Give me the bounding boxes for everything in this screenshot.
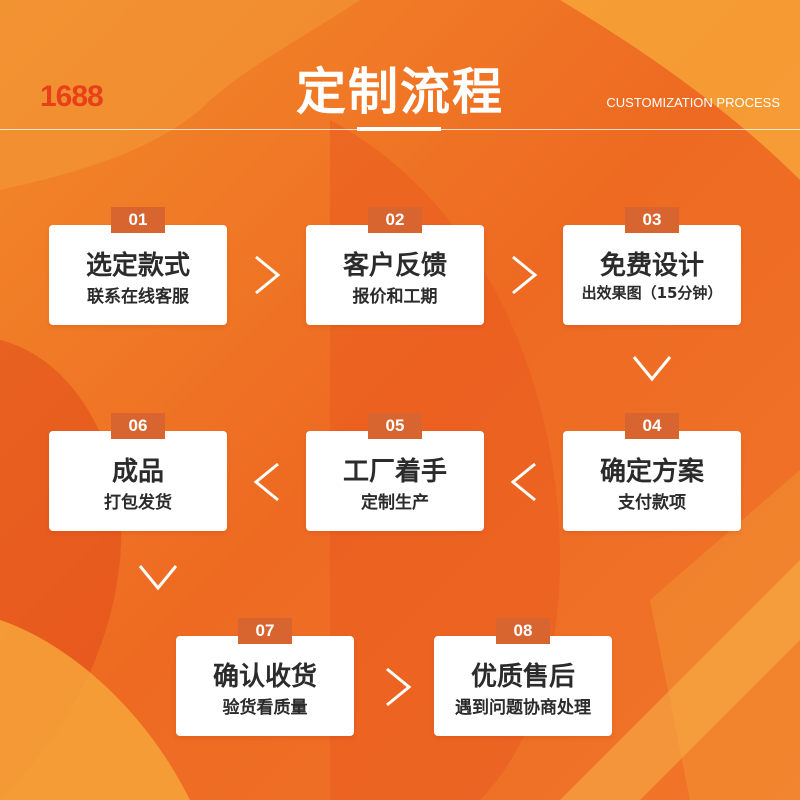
brand-logo: 1688 xyxy=(40,80,104,113)
step-subtitle: 联系在线客服 xyxy=(87,287,189,307)
chevron-right-icon xyxy=(386,667,412,707)
page-subtitle: CUSTOMIZATION PROCESS xyxy=(606,95,780,110)
step-subtitle: 定制生产 xyxy=(361,493,429,513)
step-subtitle: 支付款项 xyxy=(618,493,686,513)
step-card-07: 07 确认收货 验货看质量 xyxy=(176,618,354,736)
step-title: 确认收货 xyxy=(212,662,317,692)
step-card-03: 03 免费设计 出效果图（15分钟） xyxy=(563,207,741,325)
step-card-04: 04 确定方案 支付款项 xyxy=(563,413,741,531)
step-card-06: 06 成品 打包发货 xyxy=(49,413,227,531)
step-title: 成品 xyxy=(111,457,164,487)
chevron-down-icon xyxy=(138,565,178,591)
chevron-left-icon xyxy=(253,462,279,502)
step-number: 07 xyxy=(238,618,292,644)
step-title: 优质售后 xyxy=(470,662,575,692)
step-title: 选定款式 xyxy=(85,251,190,281)
step-card-05: 05 工厂着手 定制生产 xyxy=(306,413,484,531)
step-card-08: 08 优质售后 遇到问题协商处理 xyxy=(434,618,612,736)
step-number: 03 xyxy=(625,207,679,233)
step-card-02: 02 客户反馈 报价和工期 xyxy=(306,207,484,325)
header-divider-accent xyxy=(357,127,441,131)
step-number: 08 xyxy=(496,618,550,644)
step-subtitle: 遇到问题协商处理 xyxy=(455,698,591,718)
chevron-down-icon xyxy=(632,356,672,382)
step-subtitle: 报价和工期 xyxy=(352,287,438,307)
step-title: 确定方案 xyxy=(599,457,704,487)
chevron-right-icon xyxy=(255,255,281,295)
chevron-right-icon xyxy=(512,255,538,295)
step-card-01: 01 选定款式 联系在线客服 xyxy=(49,207,227,325)
step-title: 客户反馈 xyxy=(342,251,447,281)
step-number: 06 xyxy=(111,413,165,439)
step-number: 05 xyxy=(368,413,422,439)
chevron-left-icon xyxy=(510,462,536,502)
step-subtitle: 验货看质量 xyxy=(222,698,308,718)
step-subtitle: 打包发货 xyxy=(104,493,172,513)
step-title: 免费设计 xyxy=(599,251,704,281)
step-title: 工厂着手 xyxy=(342,457,447,487)
step-subtitle: 出效果图（15分钟） xyxy=(581,284,723,302)
step-number: 01 xyxy=(111,207,165,233)
step-number: 04 xyxy=(625,413,679,439)
page-title: 定制流程 xyxy=(296,63,504,121)
step-number: 02 xyxy=(368,207,422,233)
